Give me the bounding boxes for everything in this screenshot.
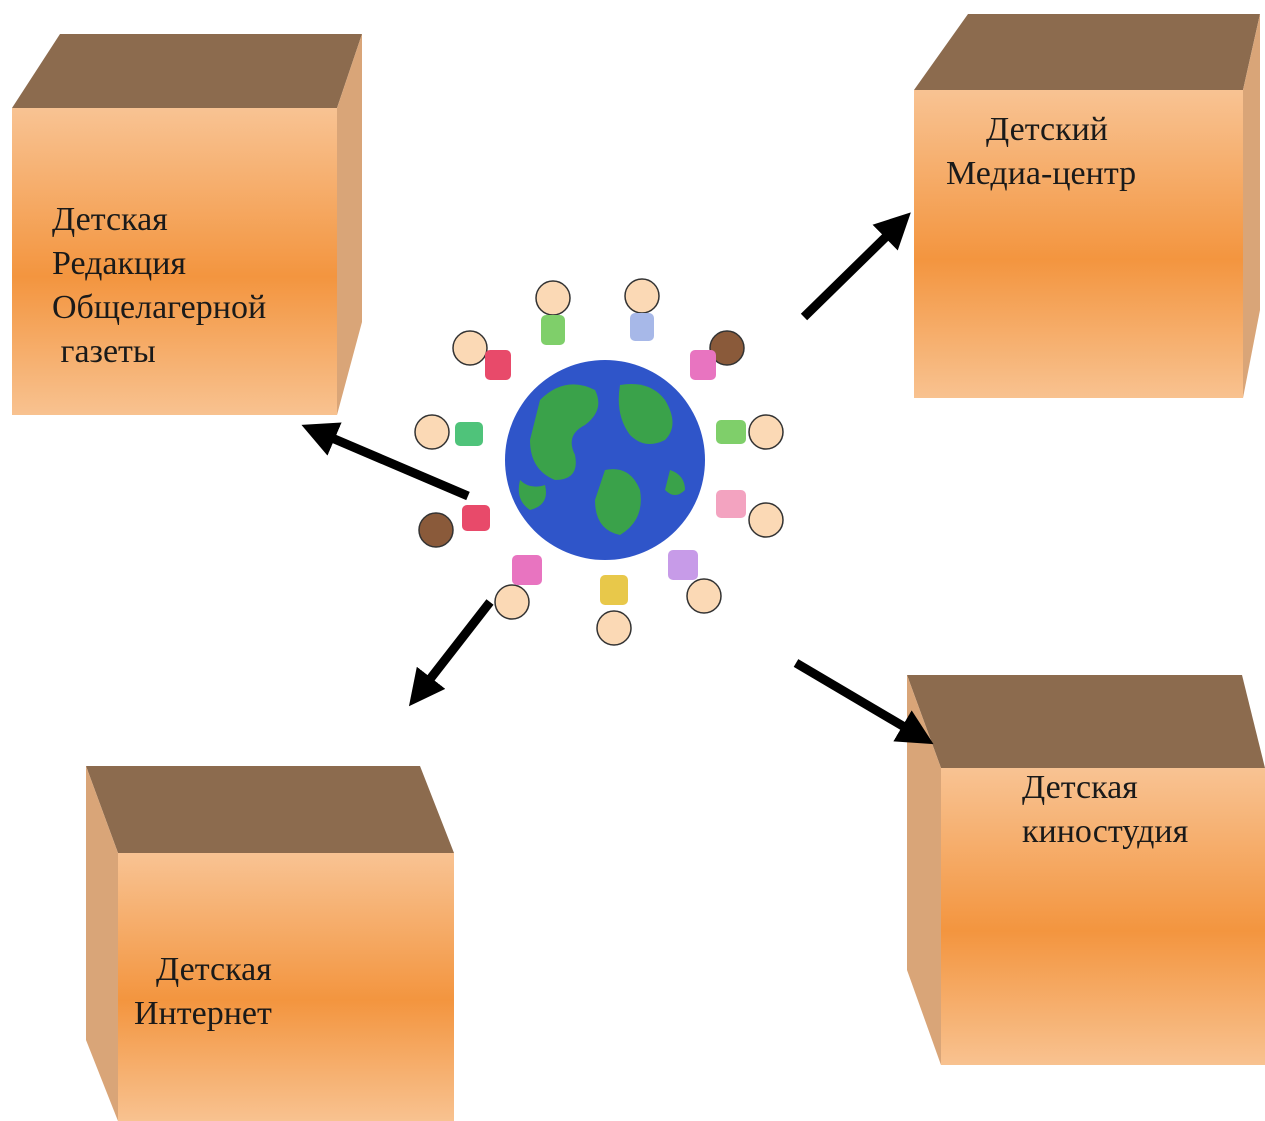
arrow-to-film-studio <box>793 659 934 745</box>
kids-around-globe-icon <box>414 278 784 646</box>
box-film-studio-top <box>907 675 1265 768</box>
label-film-studio-line-2: киностудия <box>1022 813 1189 850</box>
label-media-center: Детский Медиа-центр <box>946 108 1136 196</box>
box-film-studio-front <box>941 768 1265 1065</box>
label-internet: Детская Интернет <box>134 948 272 1036</box>
box-media-center <box>914 14 1260 398</box>
box-internet <box>86 766 454 1121</box>
box-internet-top <box>86 766 454 853</box>
box-media-center-front <box>914 90 1243 398</box>
arrow-to-internet <box>408 599 494 707</box>
kid-figures <box>414 278 784 646</box>
box-internet-front <box>118 853 454 1121</box>
box-newspaper-top <box>12 34 362 108</box>
label-internet-line-2: Интернет <box>134 995 272 1032</box>
box-media-center-side <box>1243 14 1260 398</box>
box-internet-side <box>86 766 118 1121</box>
label-newspaper-line-2: Редакция <box>52 245 187 282</box>
label-media-center-line-1: Детский <box>986 111 1108 148</box>
box-newspaper <box>12 34 362 415</box>
box-film-studio-side <box>907 675 941 1065</box>
label-newspaper-line-4: газеты <box>52 333 156 370</box>
box-newspaper-front <box>12 108 337 415</box>
label-film-studio-line-1: Детская <box>1022 769 1138 806</box>
arrows <box>301 212 934 745</box>
box-film-studio <box>907 675 1265 1065</box>
arrow-to-newspaper <box>301 422 470 501</box>
label-newspaper: Детская Редакция Общелагерной газеты <box>52 198 266 374</box>
label-newspaper-line-3: Общелагерной <box>52 289 267 326</box>
box-newspaper-side <box>337 34 362 415</box>
label-media-center-line-2: Медиа-центр <box>946 155 1137 192</box>
box-media-center-top <box>914 14 1260 90</box>
label-newspaper-line-1: Детская <box>52 201 168 238</box>
arrow-to-media-center <box>800 212 911 321</box>
label-internet-line-1: Детская <box>156 951 272 988</box>
label-film-studio: Детская киностудия <box>1022 766 1188 854</box>
